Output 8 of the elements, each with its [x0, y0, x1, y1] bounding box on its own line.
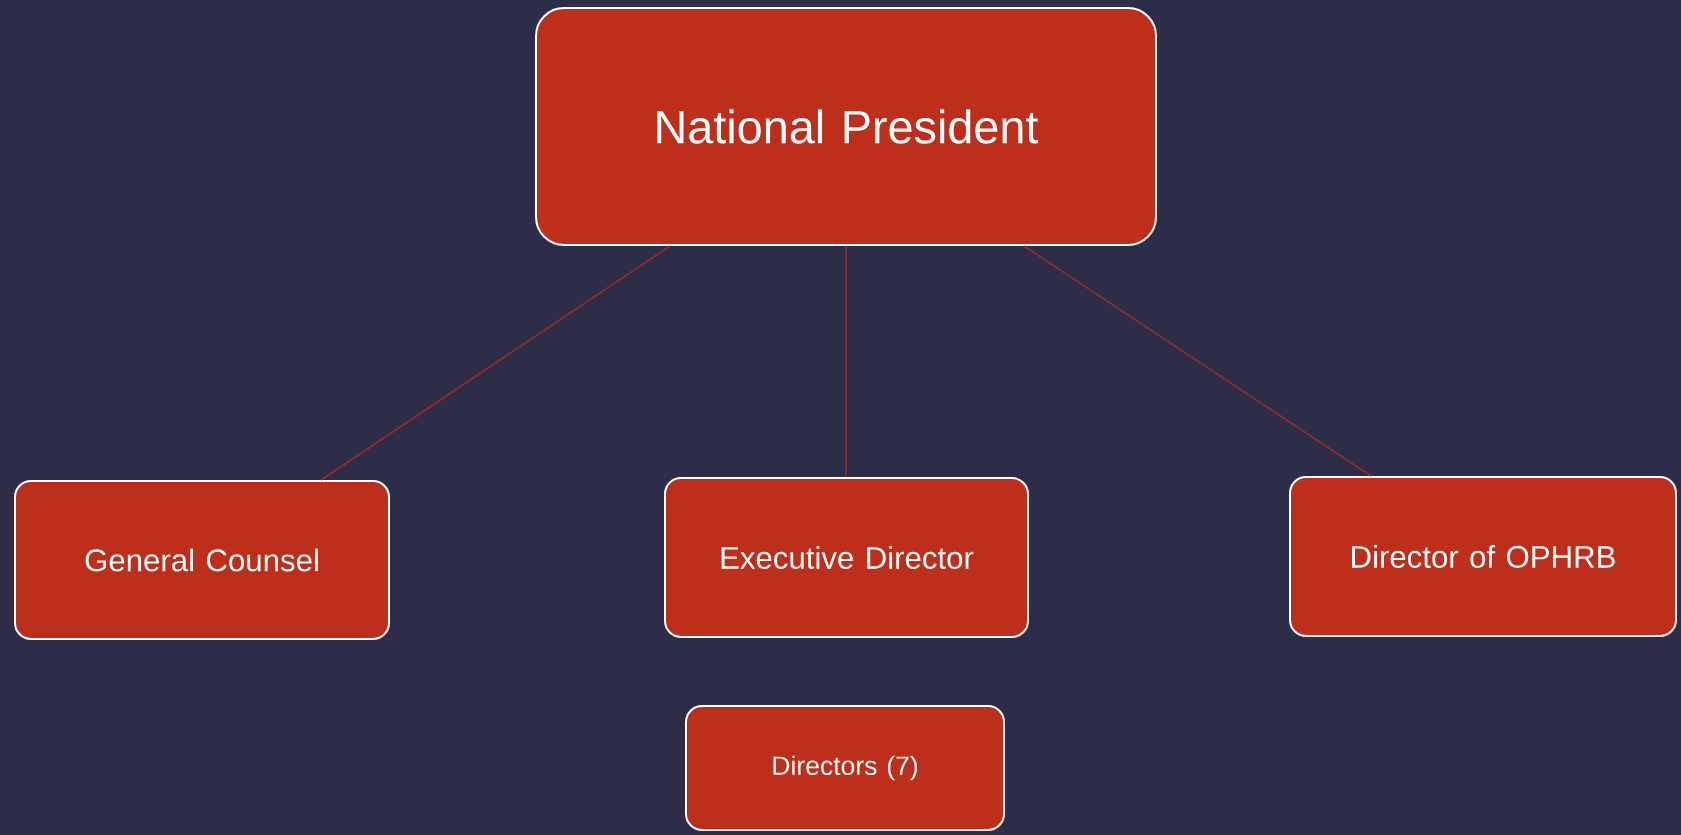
connector-line — [320, 245, 671, 481]
connector-line — [1023, 245, 1372, 477]
org-box: Executive Director — [664, 477, 1029, 638]
org-box: National President — [535, 7, 1157, 246]
org-box: Director of OPHRB — [1289, 476, 1677, 637]
org-box: Directors (7) — [685, 705, 1005, 831]
connector-line — [845, 245, 847, 478]
org-box: General Counsel — [14, 480, 390, 640]
